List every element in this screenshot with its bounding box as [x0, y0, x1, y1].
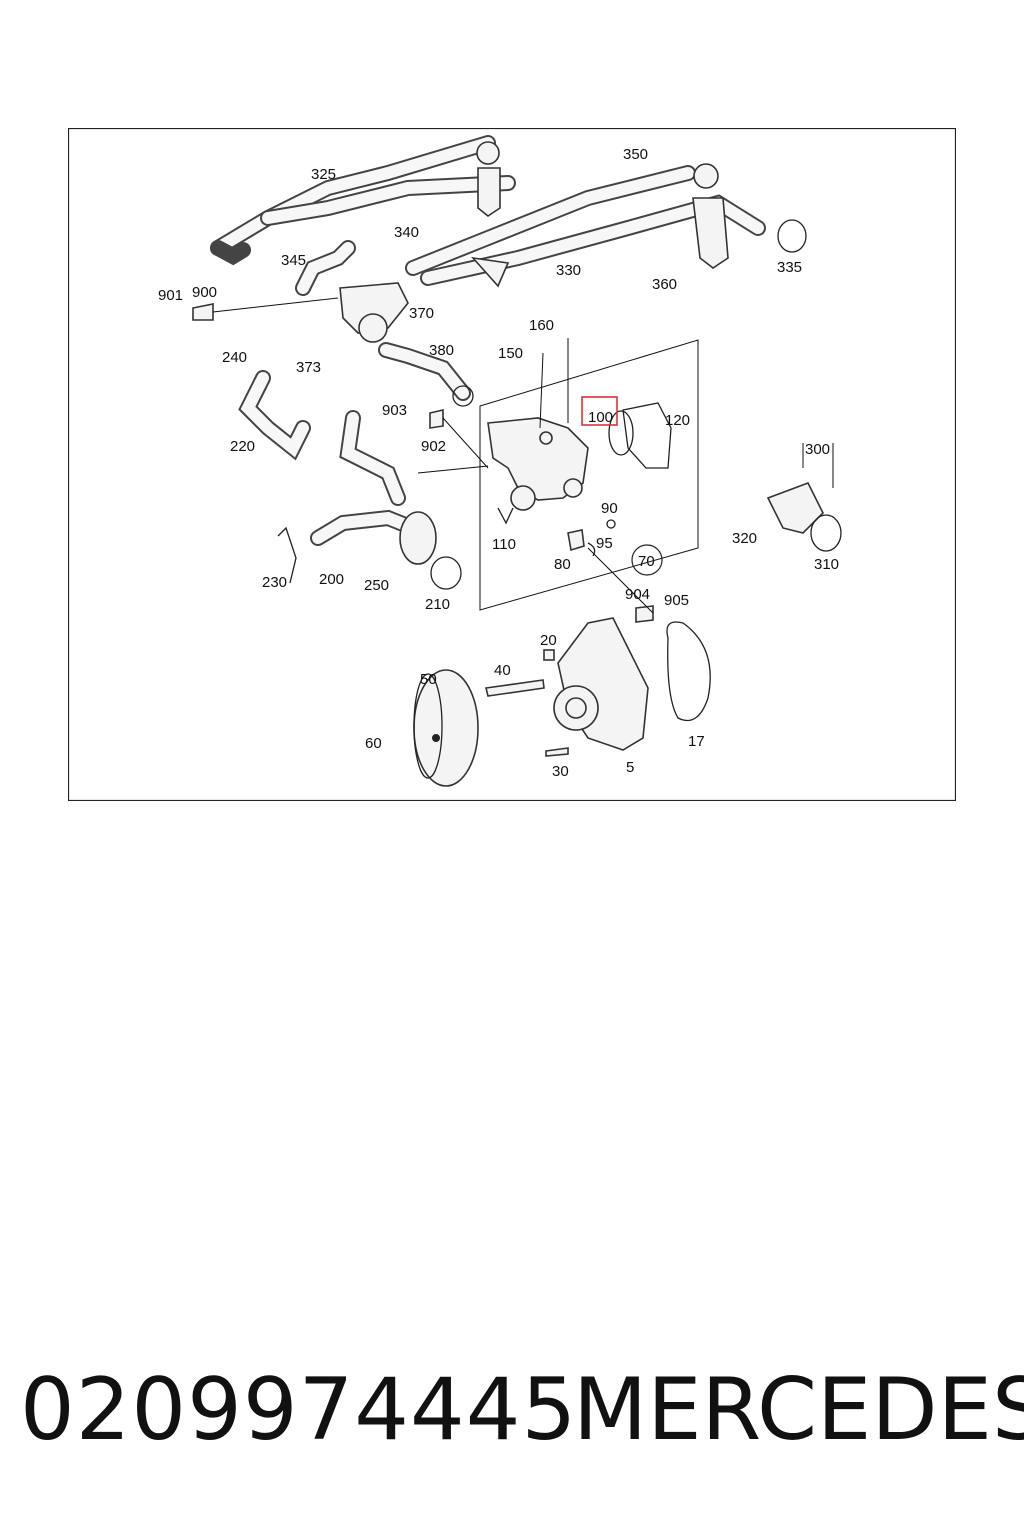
label-220: 220: [230, 438, 255, 455]
plug-90: [606, 519, 616, 529]
label-5: 5: [626, 759, 634, 776]
bolt-40: [485, 679, 545, 697]
label-210: 210: [425, 596, 450, 613]
hose-380: [378, 342, 474, 407]
label-200: 200: [319, 571, 344, 588]
label-350: 350: [623, 146, 648, 163]
label-30: 30: [552, 763, 569, 780]
label-70-circle: [631, 544, 663, 576]
pulley-50: [413, 669, 479, 787]
footer: 0209974445 MERCEDES: [0, 1360, 1024, 1480]
label-60: 60: [365, 735, 382, 752]
label-160: 160: [529, 317, 554, 334]
label-300: 300: [805, 441, 830, 458]
label-335: 335: [777, 259, 802, 276]
gasket-17: [666, 621, 711, 722]
label-20: 20: [540, 632, 557, 649]
label-250: 250: [364, 577, 389, 594]
seal-210: [430, 556, 462, 590]
label-340: 340: [394, 224, 419, 241]
connector-900: [192, 303, 214, 321]
gasket-120: [622, 402, 672, 469]
highlight-box-100: [581, 396, 618, 426]
connector-904: [635, 605, 654, 623]
label-95: 95: [596, 535, 613, 552]
label-80: 80: [554, 556, 571, 573]
thermostat-housing-370: [339, 282, 409, 343]
label-330: 330: [556, 262, 581, 279]
label-904: 904: [625, 586, 650, 603]
hose-345: [295, 240, 356, 296]
label-320: 320: [732, 530, 757, 547]
label-40: 40: [494, 662, 511, 679]
brand-text: MERCEDES: [573, 1360, 1024, 1460]
coolant-pipe-330: [405, 163, 807, 288]
label-373: 373: [296, 359, 321, 376]
clip-230: [277, 526, 297, 584]
sensor-80: [567, 529, 585, 552]
label-905: 905: [664, 592, 689, 609]
label-150: 150: [498, 345, 523, 362]
pump-housing-100: [487, 402, 672, 511]
pipe-220: [238, 370, 311, 461]
label-900: 900: [192, 284, 217, 301]
label-240: 240: [222, 349, 247, 366]
label-360: 360: [652, 276, 677, 293]
label-310: 310: [814, 556, 839, 573]
clip-95: [587, 542, 596, 557]
part-labels: 325 350 340 335 345 330 360 901 900 370 …: [158, 146, 839, 780]
label-90: 90: [601, 500, 618, 517]
bolt-30: [545, 747, 569, 757]
label-345: 345: [281, 252, 306, 269]
label-901: 901: [158, 287, 183, 304]
label-50: 50: [420, 671, 437, 688]
label-230: 230: [262, 574, 287, 591]
label-70: 70: [638, 553, 655, 570]
label-110: 110: [492, 536, 516, 553]
label-100: 100: [588, 409, 613, 426]
label-325: 325: [311, 166, 336, 183]
coolant-pipe-325: [210, 135, 516, 266]
seal-ring: [608, 410, 634, 456]
clip-110: [497, 507, 514, 525]
inset-frame: [479, 339, 699, 611]
dowel-20: [543, 649, 555, 661]
label-370: 370: [409, 305, 434, 322]
label-380: 380: [429, 342, 454, 359]
thermostat-300: [766, 443, 842, 552]
label-120: 120: [665, 412, 690, 429]
pipe-200: [310, 410, 437, 565]
label-903: 903: [382, 402, 407, 419]
exploded-parts-diagram: 325 350 340 335 345 330 360 901 900 370 …: [68, 128, 956, 801]
diagram-canvas: 325 350 340 335 345 330 360 901 900 370 …: [68, 128, 956, 801]
connector-902: [429, 408, 444, 429]
part-number-text: 0209974445: [20, 1360, 578, 1460]
label-17: 17: [688, 733, 705, 750]
label-902: 902: [421, 438, 446, 455]
water-pump-5: [553, 617, 711, 751]
